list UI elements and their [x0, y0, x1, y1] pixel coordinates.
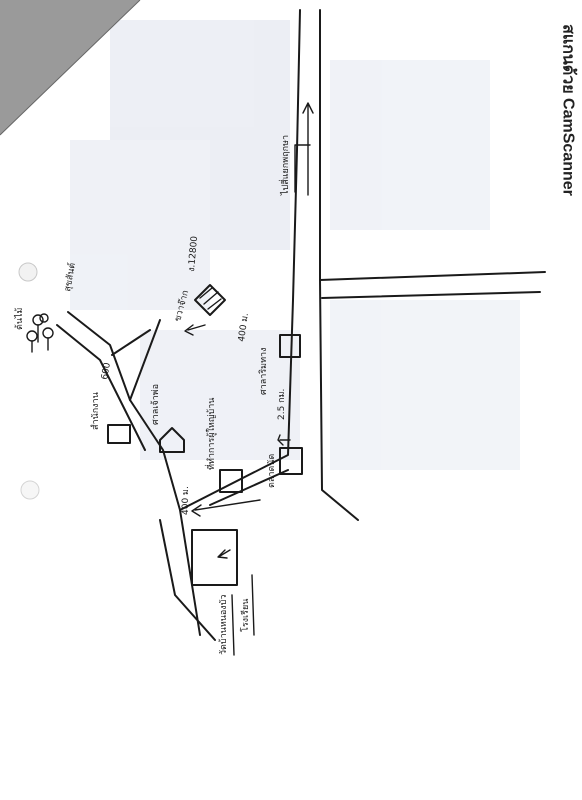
label-shrine: ศาลเจ้าพ่อ [150, 384, 161, 425]
building-office [107, 424, 131, 444]
side-road [56, 311, 289, 641]
label-office: สำนักงาน [90, 392, 101, 430]
tree-cluster [26, 313, 54, 353]
camscanner-watermark: สแกนด้วย CamScanner [559, 24, 577, 196]
cross-road [319, 271, 546, 299]
scan-background-smudge [70, 20, 520, 470]
building-market [279, 447, 303, 475]
label-school: โรงเรียน [240, 599, 251, 632]
label-trees: ต้นไม้ [14, 307, 25, 330]
arrow-to-right [294, 144, 311, 193]
label-distance-bottom: 400 ม. [181, 486, 191, 515]
main-road [179, 9, 359, 636]
binder-hole-bottom [20, 480, 40, 500]
label-market: ตลาดนัด [267, 454, 277, 488]
arrow-mid [277, 434, 291, 446]
arrow-bottom [191, 499, 261, 517]
arrow-landmark [184, 324, 206, 336]
underline-school [251, 574, 255, 636]
arrow-school [217, 549, 231, 559]
map-labels: ไปสี่แยกพฤกษา ขวาจ๊าก ง.12800 400 ม. สุข… [14, 135, 291, 655]
label-temple: วัดบ้านหนองบัว [218, 595, 229, 655]
label-distance-top: 400 ม. [237, 312, 251, 342]
binder-hole-top [18, 262, 38, 282]
label-distance-small: 600 [100, 362, 113, 381]
label-area-code: ง.12800 [187, 235, 200, 272]
fold-edge [0, 0, 141, 136]
label-village-hall: ที่ทำการผู้ใหญ่บ้าน [204, 398, 217, 470]
hatched-plot [194, 284, 226, 316]
building-school [191, 529, 238, 586]
label-intersection-road: ไปสี่แยกพฤกษา [278, 135, 291, 196]
label-distance-mid: 2.5 กม. [277, 389, 287, 420]
building-village-hall [219, 469, 243, 493]
building-hut [279, 334, 301, 358]
arrow-north [302, 102, 314, 196]
label-hut: ศาลาริมทาง [258, 348, 269, 395]
building-shrine [159, 427, 185, 453]
underline-temple [231, 594, 235, 656]
